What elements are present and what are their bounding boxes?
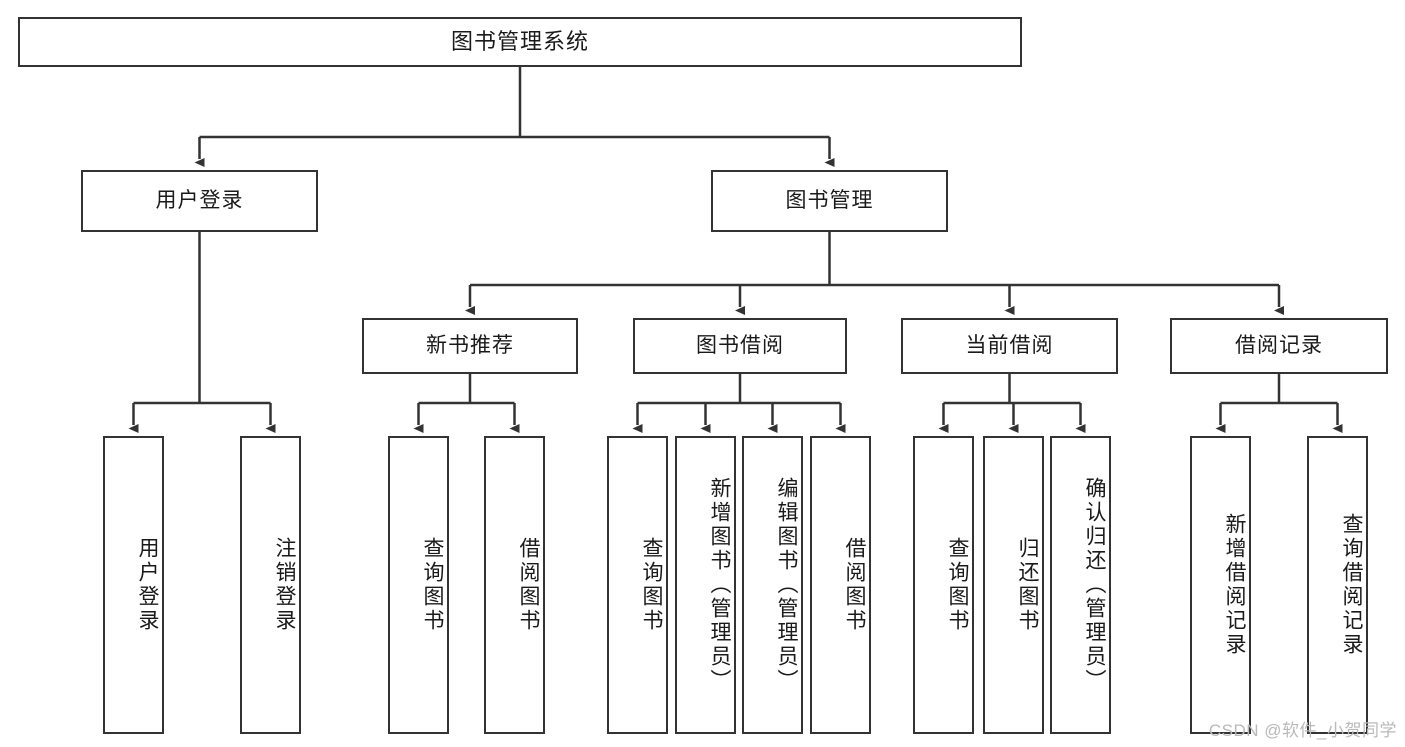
node-label: 图书管理 xyxy=(785,189,874,213)
node-book-manage[interactable]: 图书管理 xyxy=(711,170,948,232)
node-label: 图书借阅 xyxy=(696,334,784,358)
node-leaf-add-record[interactable]: 新增借阅记录 xyxy=(1190,436,1251,734)
node-label: 新增借阅记录 xyxy=(1223,513,1246,657)
node-user-login[interactable]: 用户登录 xyxy=(81,170,318,232)
node-leaf-user-login[interactable]: 用户登录 xyxy=(103,436,164,734)
node-label: 借阅图书 xyxy=(517,537,540,633)
node-leaf-edit-book[interactable]: 编辑图书（管理员） xyxy=(742,436,803,734)
node-current-borrow[interactable]: 当前借阅 xyxy=(901,318,1118,374)
node-label: 查询图书 xyxy=(640,537,663,633)
node-leaf-query-book-1[interactable]: 查询图书 xyxy=(388,436,449,734)
node-label: 编辑图书（管理员） xyxy=(775,477,798,693)
node-label: 用户登录 xyxy=(136,537,159,633)
node-borrow-record[interactable]: 借阅记录 xyxy=(1170,318,1388,374)
node-leaf-query-book-2[interactable]: 查询图书 xyxy=(607,436,668,734)
node-leaf-query-book-3[interactable]: 查询图书 xyxy=(913,436,974,734)
node-label: 查询图书 xyxy=(946,537,969,633)
node-label: 新书推荐 xyxy=(426,334,514,358)
node-leaf-borrow-book-2[interactable]: 借阅图书 xyxy=(810,436,871,734)
node-label: 用户登录 xyxy=(155,189,244,213)
node-label: 新增图书（管理员） xyxy=(708,477,731,693)
node-label: 当前借阅 xyxy=(965,334,1054,358)
node-label: 图书管理系统 xyxy=(450,28,589,54)
node-label: 查询图书 xyxy=(421,537,444,633)
node-book-borrow[interactable]: 图书借阅 xyxy=(633,318,847,374)
node-label: 借阅记录 xyxy=(1235,334,1323,358)
node-label: 查询借阅记录 xyxy=(1340,513,1363,657)
node-leaf-user-logout[interactable]: 注销登录 xyxy=(240,436,301,734)
node-label: 归还图书 xyxy=(1016,537,1039,633)
node-new-book-rec[interactable]: 新书推荐 xyxy=(362,318,578,374)
node-label: 确认归还（管理员） xyxy=(1083,477,1106,693)
node-leaf-return-book[interactable]: 归还图书 xyxy=(983,436,1044,734)
watermark: CSDN @软件_小贺同学 xyxy=(1208,721,1397,740)
node-root[interactable]: 图书管理系统 xyxy=(18,17,1022,67)
node-label: 借阅图书 xyxy=(843,537,866,633)
node-leaf-add-book[interactable]: 新增图书（管理员） xyxy=(675,436,736,734)
node-leaf-borrow-book-1[interactable]: 借阅图书 xyxy=(484,436,545,734)
node-leaf-query-record[interactable]: 查询借阅记录 xyxy=(1307,436,1368,734)
node-leaf-confirm-return[interactable]: 确认归还（管理员） xyxy=(1050,436,1111,734)
node-label: 注销登录 xyxy=(273,537,296,633)
